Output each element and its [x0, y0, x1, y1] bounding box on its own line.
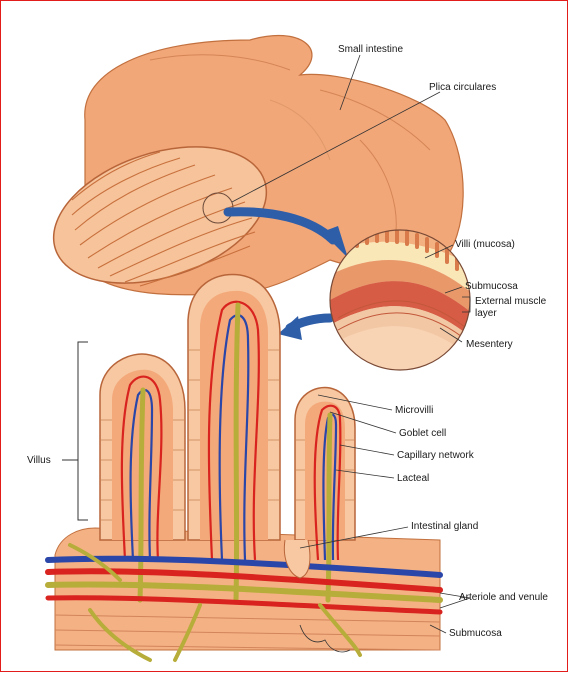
label-mesentery: Mesentery: [466, 339, 513, 351]
label-microvilli: Microvilli: [395, 405, 433, 417]
label-external-muscle-2: layer: [475, 308, 497, 320]
label-villi-mucosa: Villi (mucosa): [455, 239, 515, 251]
label-plica-circulares: Plica circulares: [429, 82, 496, 94]
label-submucosa-inset: Submucosa: [465, 281, 518, 293]
label-arteriole-venule: Arteriole and venule: [459, 592, 548, 604]
zoom-arrow-2: [278, 316, 330, 340]
label-capillary-network: Capillary network: [397, 450, 474, 462]
label-external-muscle-1: External muscle: [475, 296, 546, 308]
label-submucosa-bottom: Submucosa: [449, 628, 502, 640]
label-lacteal: Lacteal: [397, 473, 429, 485]
label-villus: Villus: [27, 455, 51, 467]
label-small-intestine: Small intestine: [338, 44, 403, 56]
villus-bracket: [78, 342, 88, 520]
label-goblet-cell: Goblet cell: [399, 428, 446, 440]
label-intestinal-gland: Intestinal gland: [411, 521, 478, 533]
